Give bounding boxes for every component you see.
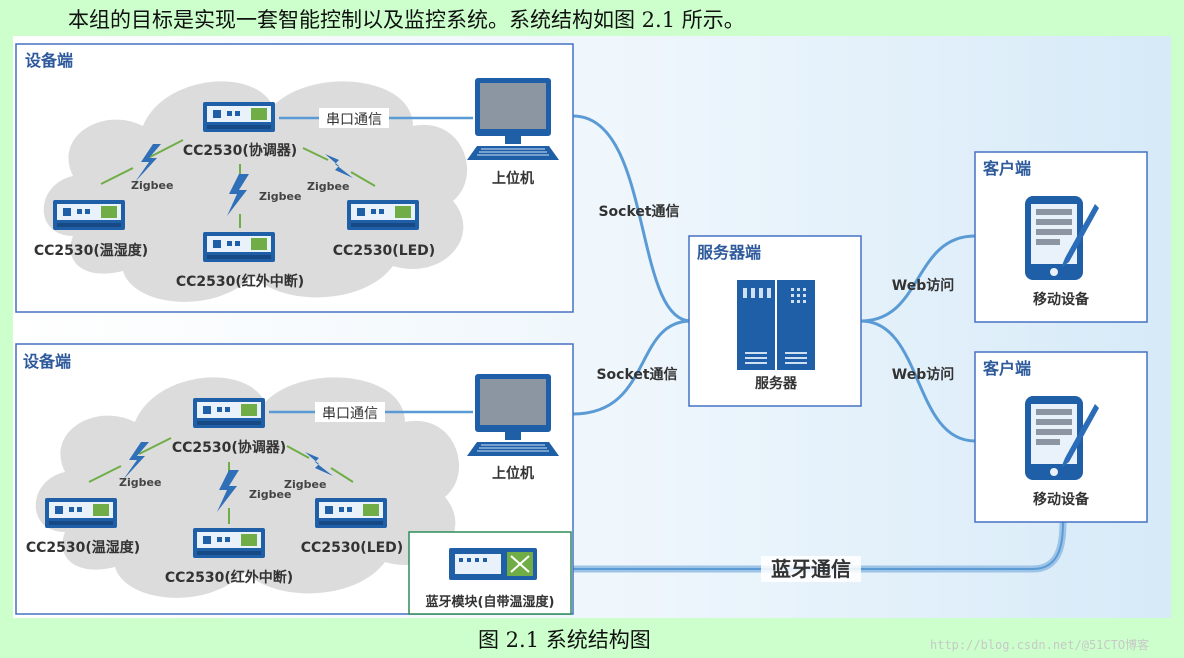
- socket-link-bottom: [572, 319, 692, 416]
- coordinator-device: [203, 102, 275, 132]
- node-label: CC2530(红外中断): [165, 569, 293, 586]
- device-panel-1: 设备端 串口通信 CC2530(协调器) Zigbee Zigbee Zigbe…: [15, 43, 574, 313]
- socket-label: Socket通信: [596, 366, 677, 383]
- pc-icon: [466, 77, 560, 161]
- bluetooth-module-label: 蓝牙模块(自带温湿度): [426, 594, 555, 610]
- node-label: CC2530(LED): [301, 540, 403, 556]
- web-label: Web访问: [892, 366, 954, 383]
- server-icon: [737, 280, 815, 370]
- client-panel-1: 客户端 移动设备: [974, 151, 1148, 323]
- bluetooth-module: 蓝牙模块(自带温湿度): [408, 531, 572, 615]
- coordinator-label: CC2530(协调器): [183, 142, 297, 159]
- server-label: 服务器: [755, 375, 798, 392]
- system-architecture-diagram: 设备端 串口通信 CC2530(协调器) Zigbee Zigbee Zigbe…: [13, 36, 1171, 618]
- web-label: Web访问: [892, 277, 954, 294]
- node-label: CC2530(红外中断): [176, 273, 304, 290]
- node-device-temp-humidity: [53, 200, 125, 230]
- pc-label: 上位机: [492, 465, 534, 482]
- serial-label: 串口通信: [322, 406, 378, 422]
- bluetooth-link-label: 蓝牙通信: [771, 557, 851, 581]
- figure-caption: 图 2.1 系统结构图: [478, 628, 651, 652]
- node-device-infrared: [203, 232, 275, 262]
- node-label: CC2530(LED): [333, 243, 435, 259]
- zigbee-label: Zigbee: [259, 190, 301, 203]
- device-panel-title: 设备端: [25, 51, 73, 70]
- watermark: http://blog.csdn.net/@51CTO博客: [930, 638, 1150, 652]
- coordinator-label: CC2530(协调器): [172, 439, 286, 456]
- serial-label: 串口通信: [326, 112, 382, 128]
- client-label: 移动设备: [1033, 291, 1090, 308]
- server-panel: 服务器端 服务器: [688, 235, 862, 407]
- pc-icon: [466, 373, 560, 457]
- client-panel-2: 客户端 移动设备: [974, 351, 1148, 523]
- client-label: 移动设备: [1033, 491, 1090, 508]
- server-title: 服务器端: [697, 243, 761, 262]
- client-title: 客户端: [983, 359, 1031, 378]
- node-device-led: [347, 200, 419, 230]
- zigbee-label: Zigbee: [249, 488, 291, 501]
- coordinator-device: [193, 398, 265, 428]
- node-label: CC2530(温湿度): [26, 539, 140, 556]
- pc-label: 上位机: [492, 170, 534, 187]
- zigbee-label: Zigbee: [284, 478, 326, 491]
- node-label: CC2530(温湿度): [34, 242, 148, 259]
- web-link-top: [860, 234, 976, 323]
- node-device-temp-humidity: [45, 498, 117, 528]
- zigbee-label: Zigbee: [131, 179, 173, 192]
- web-link-bottom: [860, 319, 976, 443]
- node-device-led: [315, 498, 387, 528]
- zigbee-label: Zigbee: [307, 180, 349, 193]
- socket-label: Socket通信: [598, 203, 679, 220]
- device-panel-2: 设备端 串口通信 CC2530(协调器) Zigbee Zigbee Zigbe…: [15, 343, 574, 615]
- socket-link-top: [572, 114, 692, 323]
- client-title: 客户端: [983, 159, 1031, 178]
- zigbee-label: Zigbee: [119, 476, 161, 489]
- device-panel-title: 设备端: [23, 352, 71, 371]
- node-device-infrared: [193, 528, 265, 558]
- intro-text: 本组的目标是实现一套智能控制以及监控系统。系统结构如图 2.1 所示。: [68, 8, 745, 32]
